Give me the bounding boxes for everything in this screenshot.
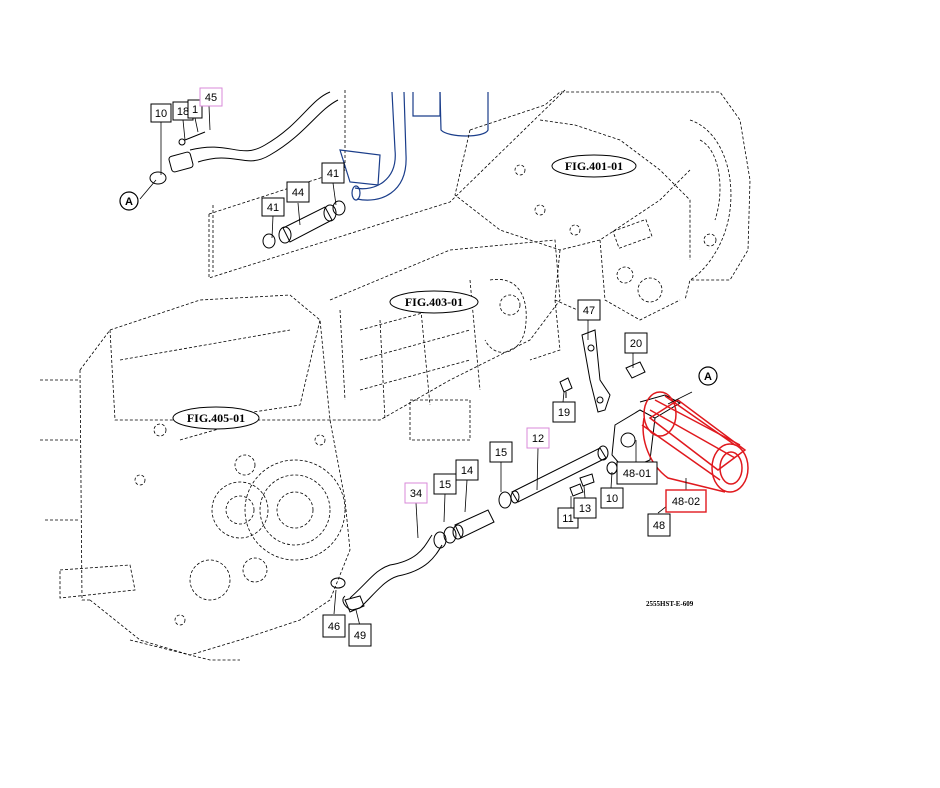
part-label-48[interactable]: 48 bbox=[647, 513, 671, 537]
part-label-46-text: 46 bbox=[328, 621, 340, 633]
part-label-48-02-text: 48-02 bbox=[672, 496, 700, 508]
part-label-48-text: 48 bbox=[653, 520, 665, 532]
part-label-20-text: 20 bbox=[630, 338, 642, 350]
part-label-15-right-text: 15 bbox=[495, 447, 507, 459]
part-label-12[interactable]: 12 bbox=[526, 427, 550, 449]
part-label-49[interactable]: 49 bbox=[348, 623, 372, 647]
left-housing-405 bbox=[40, 294, 351, 661]
part-label-46[interactable]: 46 bbox=[322, 614, 346, 638]
pipe-12 bbox=[433, 445, 609, 549]
part-label-48-01[interactable]: 48-01 bbox=[616, 461, 658, 485]
part-label-44[interactable]: 44 bbox=[286, 181, 310, 203]
part-label-47-text: 47 bbox=[583, 305, 595, 317]
part-label-15-left-text: 15 bbox=[439, 479, 451, 491]
leader-lines bbox=[139, 105, 693, 627]
part-label-19[interactable]: 19 bbox=[552, 401, 576, 423]
callout-a-lower: A bbox=[698, 366, 718, 386]
fig-ref-403[interactable]: FIG.403-01 bbox=[389, 290, 479, 314]
part-label-10-upper[interactable]: 10 bbox=[150, 103, 172, 123]
mid-housing-403 bbox=[329, 239, 561, 441]
part-label-10-lower[interactable]: 10 bbox=[600, 487, 624, 509]
clamp-46-49 bbox=[330, 577, 365, 613]
bracket-47 bbox=[581, 329, 611, 413]
part-label-1[interactable]: 1 bbox=[187, 99, 203, 119]
fig-ref-405[interactable]: FIG.405-01 bbox=[172, 406, 260, 430]
part-label-13[interactable]: 13 bbox=[573, 497, 597, 519]
part-label-1-text: 1 bbox=[192, 104, 198, 116]
part-label-12-text: 12 bbox=[532, 433, 544, 445]
fig-ref-403-text: FIG.403-01 bbox=[405, 295, 463, 309]
part-label-41-left[interactable]: 41 bbox=[261, 197, 285, 217]
part-label-15-left[interactable]: 15 bbox=[433, 473, 457, 495]
upper-blue-hose bbox=[339, 91, 489, 201]
part-label-14[interactable]: 14 bbox=[455, 459, 479, 481]
callout-a-lower-text: A bbox=[704, 371, 712, 383]
part-label-20[interactable]: 20 bbox=[624, 332, 648, 354]
part-label-19-text: 19 bbox=[558, 407, 570, 419]
bolt-20 bbox=[625, 361, 646, 379]
part-label-41-right[interactable]: 41 bbox=[321, 162, 345, 184]
diagram-code: 2555HST-E-609 bbox=[646, 600, 694, 608]
part-label-34[interactable]: 34 bbox=[404, 482, 428, 504]
part-label-10-upper-text: 10 bbox=[155, 108, 167, 120]
part-label-14-text: 14 bbox=[461, 465, 473, 477]
part-label-10-lower-text: 10 bbox=[606, 493, 618, 505]
callout-a-upper-text: A bbox=[125, 196, 133, 208]
part-label-47[interactable]: 47 bbox=[577, 299, 601, 321]
part-label-49-text: 49 bbox=[354, 630, 366, 642]
part-label-13-text: 13 bbox=[579, 503, 591, 515]
bolt-19 bbox=[559, 377, 573, 398]
part-label-41-left-text: 41 bbox=[267, 202, 279, 214]
filter-cartridge-48-02 bbox=[641, 391, 749, 493]
fig-ref-401-text: FIG.401-01 bbox=[565, 159, 623, 173]
part-label-18-text: 18 bbox=[177, 106, 189, 118]
part-label-48-01-text: 48-01 bbox=[623, 468, 651, 480]
fig-ref-401[interactable]: FIG.401-01 bbox=[551, 154, 637, 178]
upper-hose-assembly-frame bbox=[208, 89, 566, 279]
part-label-44-text: 44 bbox=[292, 187, 304, 199]
tube-44-assembly bbox=[262, 200, 346, 249]
pipe-14 bbox=[452, 509, 495, 540]
fig-ref-405-text: FIG.405-01 bbox=[187, 411, 245, 425]
part-label-15-right[interactable]: 15 bbox=[489, 441, 513, 463]
part-label-45[interactable]: 45 bbox=[199, 87, 223, 107]
bolt-11-13 bbox=[569, 473, 595, 497]
part-label-48-02[interactable]: 48-02 bbox=[665, 489, 707, 513]
part-label-45-text: 45 bbox=[205, 92, 217, 104]
part-label-11-text: 11 bbox=[562, 513, 573, 525]
part-label-34-text: 34 bbox=[410, 488, 422, 500]
part-label-41-right-text: 41 bbox=[327, 168, 339, 180]
transmission-housing-401 bbox=[454, 91, 751, 321]
callout-a-upper: A bbox=[119, 191, 139, 211]
lower-hose-34 bbox=[342, 534, 443, 611]
upper-hose-45 bbox=[149, 91, 339, 185]
